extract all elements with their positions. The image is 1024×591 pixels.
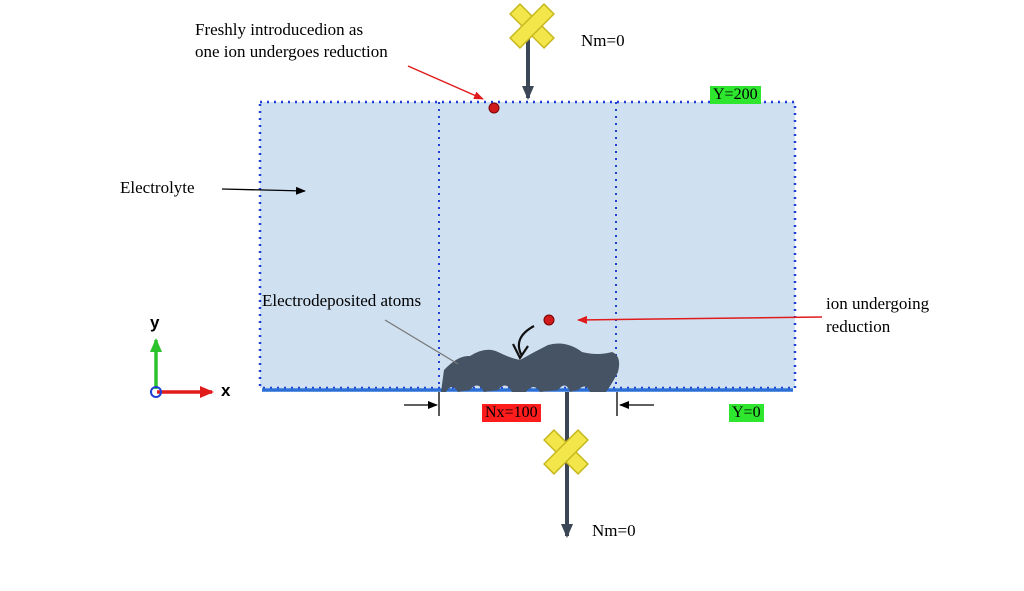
electrodeposited-pointer-line bbox=[384, 319, 459, 365]
nm-bottom-label: Nm=0 bbox=[592, 521, 636, 540]
reducing-ion-label-line2: reduction bbox=[826, 317, 891, 336]
fresh-ion-dot bbox=[488, 102, 500, 114]
y-top-badge: Y=200 bbox=[710, 86, 761, 104]
z-axis-origin bbox=[150, 386, 162, 398]
fresh-ion-label-line2: one ion undergoes reduction bbox=[195, 42, 388, 61]
nx-badge: Nx=100 bbox=[482, 404, 541, 422]
electrodeposited-atoms-shape bbox=[441, 343, 620, 392]
reducing-ion-label-line1: ion undergoing bbox=[826, 294, 930, 313]
deposit-nodule bbox=[444, 367, 465, 385]
fresh-ion-label-line1: Freshly introducedion as bbox=[195, 20, 364, 39]
fresh-ion-pointer-arrow bbox=[407, 65, 484, 100]
reducing-ion-pointer-arrow bbox=[577, 315, 823, 324]
bottom-cross-icon bbox=[543, 429, 589, 475]
electrolyte-region bbox=[260, 102, 795, 388]
electrodeposited-atoms-label: Electrodeposited atoms bbox=[262, 291, 422, 310]
reducing-ion-dot bbox=[543, 314, 555, 326]
electrolyte-label: Electrolyte bbox=[120, 178, 195, 197]
y-bottom-badge: Y=0 bbox=[729, 404, 764, 422]
domain-border bbox=[258, 100, 797, 390]
attachment-arrowhead bbox=[512, 343, 529, 361]
top-cross-icon bbox=[509, 3, 555, 49]
x-axis-label: x bbox=[221, 381, 231, 400]
electrolyte-pointer-arrow bbox=[221, 186, 306, 195]
attachment-curve-arrow bbox=[517, 325, 535, 357]
nm-top-label: Nm=0 bbox=[581, 31, 625, 50]
y-axis-label: y bbox=[150, 313, 160, 332]
